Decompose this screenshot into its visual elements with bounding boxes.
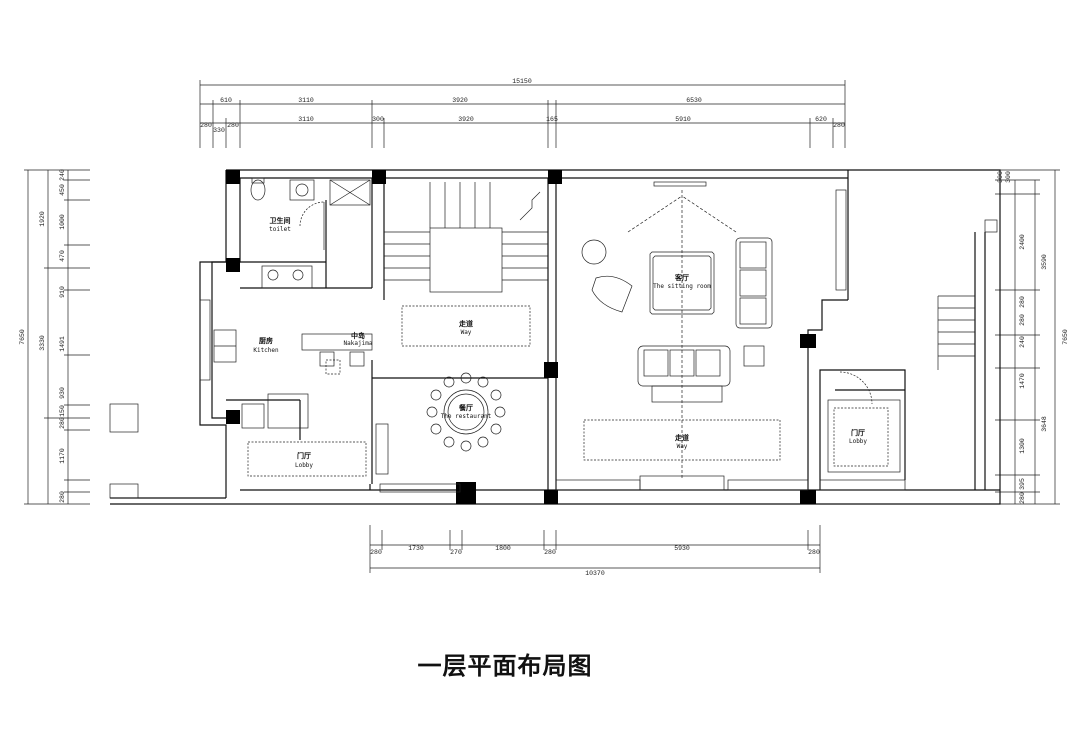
columns [226,170,816,504]
dim-right-i7: 1300 [1019,438,1026,454]
plan-caption: 一层平面布局图 [417,651,593,680]
room-way1-en: Way [461,329,472,336]
room-lobby2-en: Lobby [849,438,867,445]
dim-right-i2: 300 [1005,171,1012,183]
dim-right-o3: 3648 [1041,416,1048,432]
room-sitting-zh: 客厅 [674,273,689,282]
right-dimension-labels: 7650 2400 3590 3648 300 300 280 280 240 … [997,171,1069,504]
dim-bot-4: 1800 [495,545,511,552]
dim-right-o2: 3590 [1041,254,1048,270]
room-kitchen-zh: 厨房 [259,336,273,345]
top-dimensions [199,80,846,148]
room-labels: 卫生间 toilet 厨房 Kitchen 中岛 Nakajima 走道 Way… [253,216,867,469]
dim-left-i6: 1491 [59,336,66,352]
room-way2-zh: 走道 [675,433,689,442]
dim-right-i3: 280 [1019,296,1026,308]
dim-bot-7: 280 [808,549,820,556]
dim-left-i7: 930 [59,387,66,399]
dim-right-i6: 1470 [1019,373,1026,389]
dim-top-6: 330 [213,127,225,134]
dim-left-i1: 240 [59,169,66,181]
dim-left-total: 7650 [19,329,26,345]
room-restaurant-en: The restaurant [441,413,492,420]
dim-left-i5: 910 [59,286,66,298]
bottom-dimension-labels: 280 1730 270 1800 280 5930 280 10370 [370,545,820,577]
room-toilet-en: toilet [269,226,291,233]
room-sitting-en: The sitting room [653,283,711,290]
furniture [109,177,998,499]
bottom-dimensions [369,525,821,573]
room-lobby1-en: Lobby [295,462,313,469]
dim-bot-3: 270 [450,549,462,556]
stair-treads [384,182,548,281]
dim-right-o1: 2400 [1019,234,1026,250]
room-island-en: Nakajima [344,340,373,347]
right-stair-treads [937,295,975,370]
dim-top-11: 165 [546,116,558,123]
dim-right-total: 7650 [1062,329,1069,345]
right-dimensions [990,169,1060,505]
dim-left-i3: 1000 [59,214,66,230]
room-lobby1-zh: 门厅 [297,451,311,460]
room-kitchen-en: Kitchen [253,347,279,354]
dim-top-13: 620 [815,116,827,123]
room-way2-en: Way [677,443,688,450]
dim-top-14: 280 [833,122,845,129]
room-island-zh: 中岛 [351,331,365,340]
top-dimension-labels: 15150 610 3110 3920 6530 280 330 280 311… [200,78,845,134]
dim-top-12: 5910 [675,116,691,123]
dim-top-5: 280 [200,122,212,129]
dim-top-2: 3110 [298,97,314,104]
dim-right-i9: 280 [1019,492,1026,504]
dim-bot-total: 10370 [585,570,605,577]
dim-bot-6: 5930 [674,545,690,552]
dim-left-o2: 3330 [39,335,46,351]
left-dimensions [24,169,90,505]
dim-right-i5: 240 [1019,336,1026,348]
dim-right-i8: 395 [1019,478,1026,490]
dim-left-i10: 1170 [59,448,66,464]
dim-top-4: 6530 [686,97,702,104]
dim-right-i4: 280 [1019,314,1026,326]
room-way1-zh: 走道 [459,319,473,328]
dim-top-total: 15150 [512,78,532,85]
dim-left-i9: 280 [59,417,66,429]
dim-left-i2: 450 [59,184,66,196]
dim-left-i11: 280 [59,491,66,503]
dim-top-10: 3920 [458,116,474,123]
room-restaurant-zh: 餐厅 [458,403,473,412]
dim-top-9: 300 [372,116,384,123]
dim-bot-1: 280 [370,549,382,556]
walls [110,169,1001,505]
dim-top-1: 610 [220,97,232,104]
dim-bot-5: 280 [544,549,556,556]
dim-top-8: 3110 [298,116,314,123]
dim-left-i4: 470 [59,250,66,262]
left-dimension-labels: 7650 1920 3330 240 450 1000 470 910 1491… [19,169,66,503]
dim-top-7: 280 [227,122,239,129]
dim-left-o1: 1920 [39,211,46,227]
dining-chairs [426,372,506,452]
room-toilet-zh: 卫生间 [270,216,291,225]
dim-top-3: 3920 [452,97,468,104]
dim-right-i1: 300 [997,171,1004,183]
room-lobby2-zh: 门厅 [851,428,865,437]
dim-bot-2: 1730 [408,545,424,552]
dim-left-i8: 150 [59,405,66,417]
